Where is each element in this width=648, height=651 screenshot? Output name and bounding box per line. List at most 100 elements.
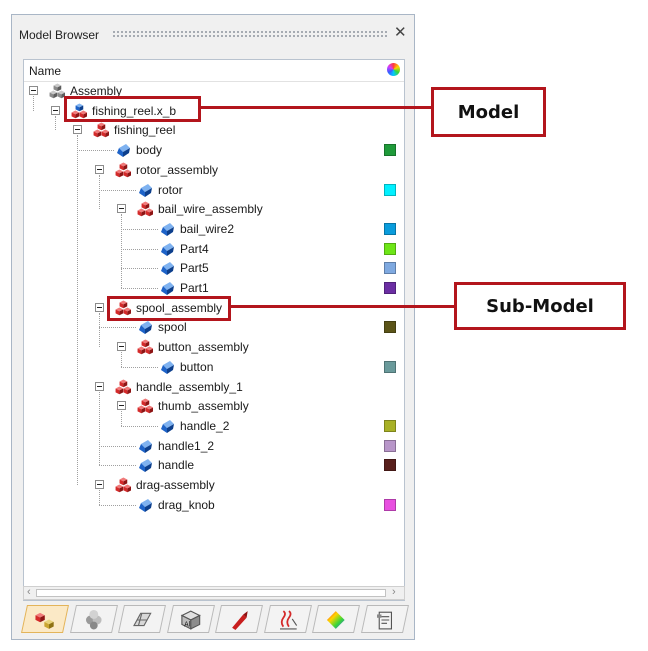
submodel-connector-line bbox=[231, 305, 454, 308]
assembly-red-icon bbox=[93, 122, 109, 138]
scrollbar-thumb[interactable] bbox=[36, 589, 386, 597]
color-swatch[interactable] bbox=[384, 222, 396, 235]
collapse-toggle-icon[interactable] bbox=[95, 164, 104, 174]
browser-tab[interactable]: Al bbox=[166, 605, 215, 633]
browser-tab[interactable] bbox=[263, 605, 312, 633]
tree-row[interactable]: rotor_assembly bbox=[24, 161, 404, 180]
color-swatch[interactable] bbox=[384, 419, 396, 432]
color-swatch[interactable] bbox=[384, 183, 396, 196]
tree-row[interactable]: handle_assembly_1 bbox=[24, 378, 404, 397]
tree-node-label[interactable]: drag_knob bbox=[158, 497, 215, 512]
tree-node-label[interactable]: Part4 bbox=[180, 241, 209, 256]
tree-row[interactable]: drag_knob bbox=[24, 496, 404, 515]
tree-guide-line bbox=[33, 96, 34, 111]
tree-node-label[interactable]: bail_wire2 bbox=[180, 221, 235, 236]
tree-row[interactable]: bail_wire2 bbox=[24, 220, 404, 239]
tree-connector bbox=[99, 327, 136, 329]
tree-row[interactable]: drag-assembly bbox=[24, 476, 404, 495]
tree-row[interactable]: spool bbox=[24, 318, 404, 337]
color-swatch[interactable] bbox=[384, 242, 396, 255]
browser-tab-bar: Al bbox=[18, 605, 410, 635]
panel-titlebar[interactable]: Model Browser ✕ bbox=[12, 15, 414, 55]
color-swatch[interactable] bbox=[384, 321, 396, 334]
part-blue-icon bbox=[117, 144, 130, 158]
assembly-red-icon bbox=[137, 339, 153, 355]
color-swatch[interactable] bbox=[384, 282, 396, 294]
loads-tab-icon bbox=[232, 611, 248, 630]
color-swatch[interactable] bbox=[384, 360, 396, 373]
tree-node-label[interactable]: fishing_reel bbox=[114, 123, 176, 138]
color-wheel-icon[interactable] bbox=[387, 63, 400, 76]
tree-row[interactable]: Assembly bbox=[24, 82, 404, 101]
tree-node-label[interactable]: fishing_reel.x_b bbox=[92, 103, 177, 118]
tree-connector bbox=[121, 228, 158, 230]
tree-node-label[interactable]: rotor bbox=[158, 182, 183, 197]
surfaces-tab-icon bbox=[133, 612, 152, 627]
tree-node-label[interactable]: button_assembly bbox=[158, 340, 249, 355]
part-blue-icon bbox=[161, 242, 174, 256]
color-swatch[interactable] bbox=[384, 498, 396, 511]
browser-tab[interactable] bbox=[118, 605, 166, 633]
tree-connector bbox=[121, 366, 158, 368]
model-tree[interactable]: Name Assembly fishing_reel.x_b fishing_ree… bbox=[23, 59, 405, 601]
tree-node-label[interactable]: thumb_assembly bbox=[158, 399, 249, 414]
tree-node-label[interactable]: handle bbox=[158, 458, 195, 473]
tree-node-label[interactable]: rotor_assembly bbox=[136, 162, 219, 177]
tree-row[interactable]: thumb_assembly bbox=[24, 397, 404, 416]
assembly-red-icon bbox=[137, 201, 153, 217]
color-swatch[interactable] bbox=[384, 262, 396, 275]
collapse-toggle-icon[interactable] bbox=[95, 302, 104, 312]
tree-node-label[interactable]: bail_wire_assembly bbox=[158, 202, 263, 217]
scroll-right-arrow[interactable]: › bbox=[392, 586, 396, 598]
color-swatch[interactable] bbox=[384, 439, 396, 452]
tree-row[interactable]: button bbox=[24, 358, 404, 377]
horizontal-scrollbar[interactable]: ‹ › bbox=[23, 586, 405, 600]
browser-tab[interactable] bbox=[215, 605, 263, 633]
tree-node-label[interactable]: drag-assembly bbox=[136, 478, 215, 492]
collapse-toggle-icon[interactable] bbox=[95, 480, 104, 489]
tree-row[interactable]: Part4 bbox=[24, 240, 404, 259]
collapse-toggle-icon[interactable] bbox=[117, 401, 126, 411]
tree-row[interactable]: fishing_reel bbox=[24, 121, 404, 140]
collapse-toggle-icon[interactable] bbox=[117, 342, 126, 352]
tree-node-label[interactable]: spool bbox=[158, 320, 187, 335]
tree-row[interactable]: spool_assembly bbox=[24, 299, 404, 318]
name-column-header[interactable]: Name bbox=[29, 64, 62, 78]
tree-row[interactable]: rotor bbox=[24, 181, 404, 200]
collapse-toggle-icon[interactable] bbox=[117, 204, 126, 214]
tree-row[interactable]: Part5 bbox=[24, 259, 404, 278]
browser-tab[interactable] bbox=[21, 605, 69, 633]
collapse-toggle-icon[interactable] bbox=[73, 125, 82, 135]
tree-node-label[interactable]: handle_assembly_1 bbox=[136, 379, 243, 394]
tree-row[interactable]: handle_2 bbox=[24, 417, 404, 436]
color-swatch[interactable] bbox=[384, 459, 396, 472]
tree-node-label[interactable]: body bbox=[136, 143, 163, 158]
tree-node-label[interactable]: handle1_2 bbox=[158, 438, 215, 453]
parts-tab-icon bbox=[85, 610, 102, 630]
model-browser-panel: Model Browser ✕ Name Assembly fishing_ree… bbox=[11, 14, 415, 640]
tree-row[interactable]: fishing_reel.x_b bbox=[24, 102, 404, 121]
browser-tab[interactable] bbox=[69, 605, 118, 633]
tree-node-label[interactable]: Part5 bbox=[180, 261, 209, 276]
tree-row[interactable]: handle1_2 bbox=[24, 437, 404, 456]
tree-row[interactable]: Part1 bbox=[24, 279, 404, 298]
tree-row[interactable]: handle bbox=[24, 456, 404, 475]
collapse-toggle-icon[interactable] bbox=[51, 105, 60, 115]
tree-node-label[interactable]: Assembly bbox=[70, 84, 123, 98]
browser-tab[interactable] bbox=[312, 605, 360, 633]
tree-node-label[interactable]: spool_assembly bbox=[136, 300, 223, 315]
tree-node-label[interactable]: Part1 bbox=[180, 281, 209, 295]
browser-tab[interactable] bbox=[360, 605, 409, 633]
close-icon[interactable]: ✕ bbox=[394, 24, 407, 41]
scroll-left-arrow[interactable]: ‹ bbox=[27, 586, 31, 598]
collapse-toggle-icon[interactable] bbox=[29, 86, 38, 95]
tree-connector bbox=[99, 504, 136, 506]
color-swatch[interactable] bbox=[384, 144, 396, 157]
collapse-toggle-icon[interactable] bbox=[95, 381, 104, 391]
tree-row[interactable]: bail_wire_assembly bbox=[24, 200, 404, 219]
tree-node-label[interactable]: button bbox=[180, 359, 214, 374]
tree-row[interactable]: button_assembly bbox=[24, 338, 404, 357]
tree-node-label[interactable]: handle_2 bbox=[180, 418, 230, 433]
tree-row[interactable]: body bbox=[24, 141, 404, 160]
drag-grip[interactable] bbox=[112, 30, 388, 39]
